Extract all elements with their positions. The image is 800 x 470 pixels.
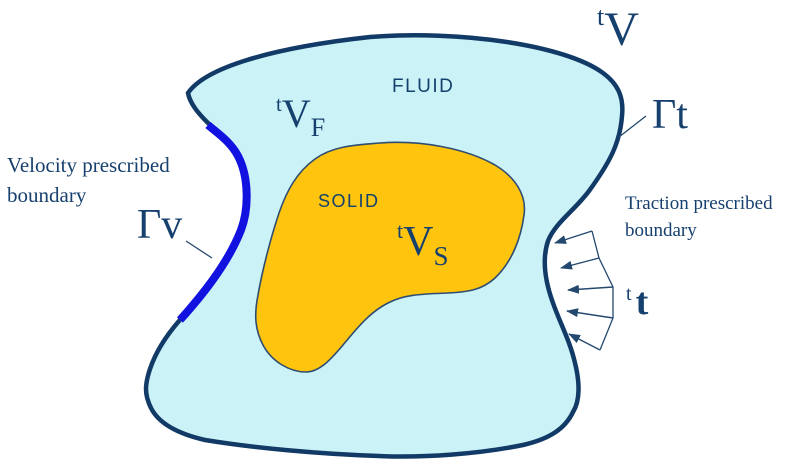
fluid-volume-symbol: V <box>281 91 311 136</box>
traction-load-envelope <box>591 230 614 351</box>
solid-volume-label: tVS <box>397 220 449 270</box>
total-volume-label: tV <box>597 4 639 54</box>
traction-vector-superscript: t <box>626 283 632 305</box>
velocity-caption-line1: Velocity prescribed <box>7 153 170 177</box>
fluid-volume-superscript: t <box>276 92 282 116</box>
solid-region-label: SOLID <box>318 191 380 211</box>
traction-arrow-2 <box>560 257 600 270</box>
traction-vector-symbol: t <box>635 281 649 323</box>
velocity-caption-line2: boundary <box>7 183 87 207</box>
gamma-v-leader-line <box>185 240 213 259</box>
total-volume-symbol: V <box>604 3 639 56</box>
traction-arrow-1 <box>554 230 593 244</box>
fluid-region-label: FLUID <box>392 76 455 97</box>
traction-arrow-4 <box>566 308 614 319</box>
solid-domain-shape <box>254 141 526 373</box>
solid-volume-superscript: t <box>397 218 404 243</box>
traction-boundary-caption: Traction prescribed boundary <box>625 190 773 244</box>
total-volume-superscript: t <box>597 2 605 31</box>
fluid-volume-label: tVF <box>276 94 325 141</box>
gamma-t-label: Γt <box>652 92 688 138</box>
gamma-v-label: Γv <box>137 202 183 248</box>
solid-volume-symbol: V <box>403 219 434 265</box>
traction-arrow-3 <box>567 284 614 294</box>
velocity-boundary-caption: Velocity prescribed boundary <box>7 150 170 210</box>
traction-arrow-5 <box>568 333 601 351</box>
traction-caption-line2: boundary <box>625 220 697 241</box>
fluid-volume-subscript: F <box>310 113 326 142</box>
traction-caption-line1: Traction prescribed <box>625 193 773 214</box>
solid-volume-subscript: S <box>433 241 449 271</box>
velocity-boundary-line <box>177 121 251 323</box>
gamma-t-leader-line <box>618 115 647 138</box>
